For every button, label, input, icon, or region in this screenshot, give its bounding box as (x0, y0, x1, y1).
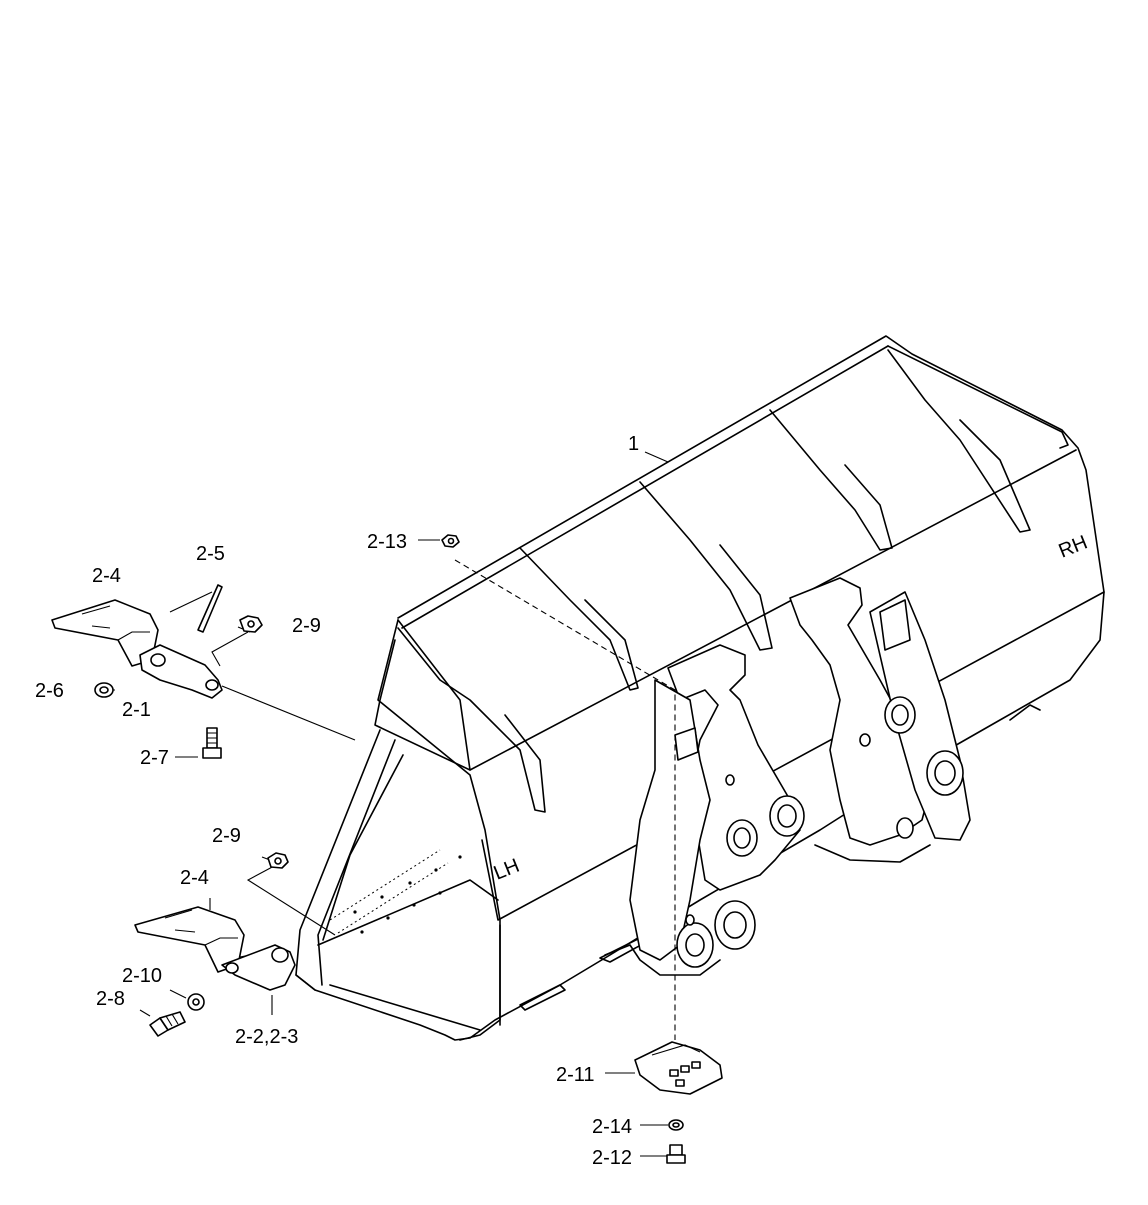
callout-2-9-top: 2-9 (292, 615, 321, 637)
callout-labels: 1 2-13 2-5 2-4 2-9 2-6 2-1 2-7 2-9 2-4 2… (35, 433, 639, 1169)
hinge-brackets (604, 577, 1041, 976)
upper-tooth-assembly (51, 584, 263, 759)
callout-2-10: 2-10 (122, 965, 162, 987)
callout-2-13: 2-13 (367, 531, 407, 553)
callout-2-5: 2-5 (196, 543, 225, 565)
callout-2-12: 2-12 (592, 1147, 632, 1169)
callout-2-4-bottom: 2-4 (180, 867, 209, 889)
callout-2-4-top: 2-4 (92, 565, 121, 587)
lower-tooth-assembly (134, 852, 296, 1037)
callout-2-8: 2-8 (96, 988, 125, 1010)
callout-2-7: 2-7 (140, 747, 169, 769)
callout-2-11: 2-11 (556, 1064, 595, 1086)
wear-pad-assembly (441, 534, 723, 1164)
leader-lines (95, 451, 676, 1157)
callout-2-2-2-3: 2-2,2-3 (235, 1026, 298, 1048)
bucket-body (295, 335, 1105, 1041)
callout-2-14: 2-14 (592, 1116, 632, 1138)
callout-2-1: 2-1 (122, 699, 151, 721)
side-mark-lh: LH (491, 855, 523, 885)
callout-1: 1 (628, 433, 639, 455)
side-mark-rh: RH (1056, 531, 1091, 562)
callout-2-6: 2-6 (35, 680, 64, 702)
top-ribs (397, 349, 1069, 813)
callout-2-9-bottom: 2-9 (212, 825, 241, 847)
